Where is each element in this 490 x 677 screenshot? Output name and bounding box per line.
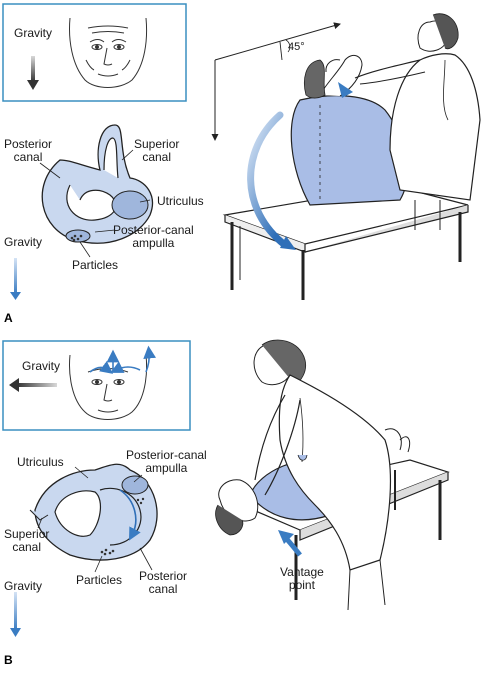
gravity-arrow-down-a	[27, 56, 39, 90]
label-particles-a: Particles	[72, 258, 119, 272]
patient-lying-illustration	[215, 339, 450, 611]
panel-b: B	[2, 339, 450, 667]
inset-frame-a	[2, 3, 187, 102]
gravity-arrow-blue-b	[10, 592, 21, 637]
patient-sitting-illustration	[211, 13, 481, 300]
inner-ear-canals-a	[41, 124, 154, 244]
label-utriculus-a: Utriculus	[157, 194, 204, 208]
face-upright-icon	[69, 17, 148, 88]
panel-a: A	[2, 3, 481, 325]
gravity-arrow-left-b	[9, 378, 57, 392]
inner-ear-canals-b	[29, 463, 158, 561]
label-particles-b: Particles	[76, 573, 123, 587]
label-gravity-a: Gravity	[4, 235, 43, 249]
particles-cluster-b	[100, 497, 145, 556]
vantage-arrow	[278, 530, 302, 557]
inset-gravity-label-a: Gravity	[14, 26, 53, 40]
label-gravity-b: Gravity	[4, 579, 43, 593]
label-utriculus-b: Utriculus	[17, 455, 64, 469]
rotation-arrow-a	[247, 82, 353, 250]
panel-letter-a: A	[4, 311, 13, 325]
panel-letter-b: B	[4, 653, 13, 667]
inset-gravity-label-b: Gravity	[22, 359, 61, 373]
eye-movement-arrows	[89, 345, 157, 374]
particles-cluster-a	[70, 234, 83, 242]
angle-label: 45°	[288, 41, 305, 53]
gravity-arrow-blue-a	[10, 258, 21, 300]
